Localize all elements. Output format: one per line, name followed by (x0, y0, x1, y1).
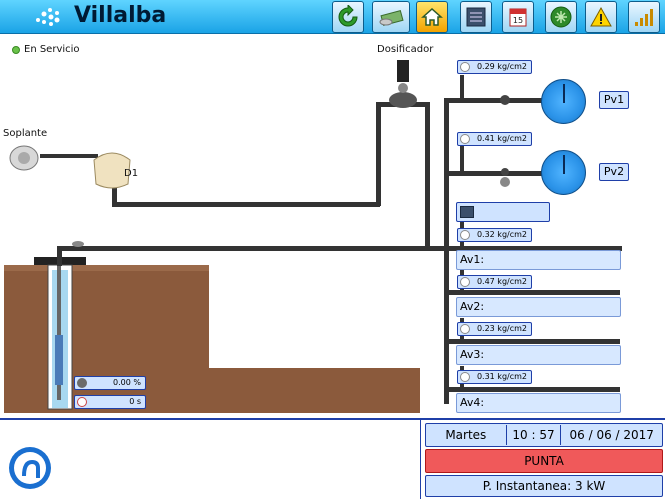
gauge-icon (460, 372, 470, 382)
pressure-av3: 0.31 kg/cm2 (457, 370, 532, 384)
water-drops-icon (36, 8, 60, 26)
av2-field[interactable]: Av2: (456, 297, 621, 317)
gauge-icon (460, 62, 470, 72)
top-bar: Villalba 15 (0, 0, 665, 34)
av1-field[interactable]: Av1: (456, 250, 621, 270)
status-label: En Servicio (24, 44, 80, 55)
calendar-button[interactable]: 15 (502, 1, 534, 33)
gauge-icon (460, 230, 470, 240)
dose-pipe (112, 202, 380, 207)
soil-right (209, 368, 420, 413)
pressure-pv2: 0.41 kg/cm2 (457, 132, 532, 146)
tank-label: D1 (124, 168, 139, 179)
blower-label: Soplante (3, 128, 48, 139)
day-label: Martes (445, 428, 487, 442)
controller-box[interactable] (456, 202, 550, 222)
bottom-divider (0, 418, 665, 420)
status-dot-icon (12, 45, 20, 54)
av4-field[interactable]: Av4: (456, 393, 621, 413)
app-title: Villalba (74, 3, 167, 28)
power-readout: P. Instantanea: 3 kW (425, 475, 663, 497)
soil-left (4, 265, 209, 413)
main-pipe (57, 246, 622, 251)
valve-icon (550, 6, 572, 28)
av3-field[interactable]: Av3: (456, 345, 621, 365)
dosifier (397, 60, 409, 82)
service-status: En Servicio (12, 44, 80, 55)
date-label: 06 / 06 / 2017 (569, 428, 654, 442)
signal-button[interactable] (628, 1, 660, 33)
refresh-icon (338, 5, 358, 27)
pump-time: 0 s (74, 395, 146, 409)
timer-icon (77, 397, 87, 407)
datetime-bar: Martes 10 : 57 06 / 06 / 2017 (425, 423, 663, 447)
pv1-gauge-icon (541, 79, 586, 124)
pv2-gauge-icon (541, 150, 586, 195)
pressure-av2: 0.23 kg/cm2 (457, 322, 532, 336)
money-icon (379, 9, 404, 27)
signal-icon (635, 9, 653, 26)
valve-button[interactable] (545, 1, 577, 33)
submersible-pump (55, 335, 63, 385)
gauge-icon (460, 277, 470, 287)
pump-icon (77, 378, 87, 388)
pv1-button[interactable]: Pv1 (599, 91, 629, 109)
gauge-icon (460, 324, 470, 334)
pressure-pv1: 0.29 kg/cm2 (457, 60, 532, 74)
refresh-button[interactable] (332, 1, 364, 33)
svg-text:15: 15 (513, 16, 523, 25)
list-button[interactable] (460, 1, 492, 33)
brand-logo-icon (9, 447, 51, 489)
time-label: 10 : 57 (512, 428, 555, 442)
pv2-button[interactable]: Pv2 (599, 163, 629, 181)
tariff-status: PUNTA (425, 449, 663, 473)
pressure-av1: 0.47 kg/cm2 (457, 275, 532, 289)
home-button[interactable] (416, 1, 448, 33)
money-button[interactable] (372, 1, 410, 33)
gauge-icon (460, 134, 470, 144)
dosifier-label: Dosificador (377, 44, 434, 55)
controller-icon (460, 206, 474, 218)
tank-d1 (93, 152, 131, 189)
home-icon (421, 7, 443, 26)
process-diagram (4, 60, 622, 413)
riser-pipe (425, 102, 430, 248)
warning-icon (590, 6, 612, 27)
pressure-main: 0.32 kg/cm2 (457, 228, 532, 242)
calendar-icon: 15 (509, 8, 527, 27)
list-icon (466, 7, 486, 27)
manifold-pipe (444, 98, 449, 404)
warning-button[interactable] (585, 1, 617, 33)
pump-percent: 0.00 % (74, 376, 146, 390)
panel-separator (420, 418, 421, 499)
